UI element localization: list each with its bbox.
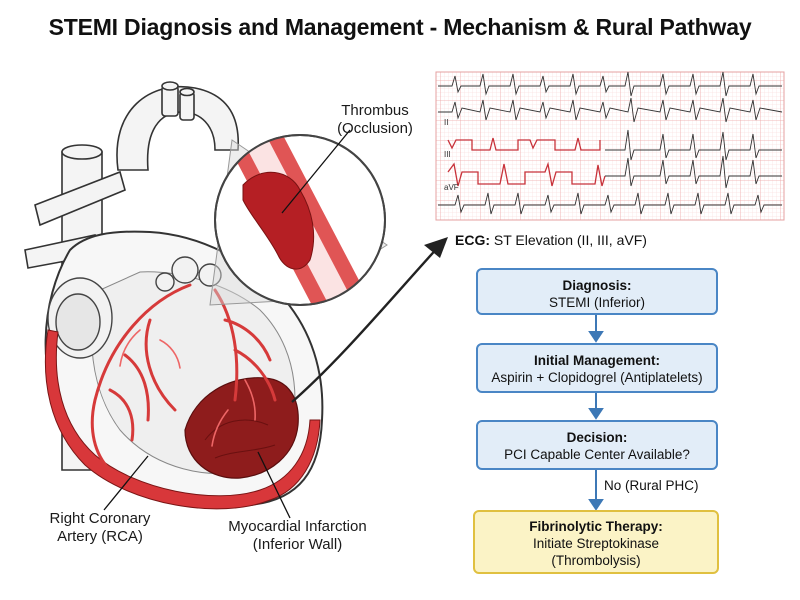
- infarct-region: [184, 377, 299, 479]
- branch-label: No (Rural PHC): [604, 478, 699, 493]
- coronary-branches: [90, 283, 277, 472]
- rca-label-line1: Right Coronary: [49, 510, 151, 527]
- mi-label: Myocardial Infarction (Inferior Wall): [205, 518, 390, 554]
- diagnosis-box: Diagnosis: STEMI (Inferior): [476, 268, 718, 315]
- ecg-caption-text: ST Elevation (II, III, aVF): [490, 232, 647, 248]
- decision-text: PCI Capable Center Available?: [504, 447, 690, 462]
- ecg-strip: [435, 71, 785, 221]
- thrombus-label-line2: (Occlusion): [337, 120, 413, 137]
- mi-label-line2: (Inferior Wall): [252, 536, 343, 553]
- diagnosis-text: STEMI (Inferior): [548, 295, 645, 310]
- page-title: STEMI Diagnosis and Management - Mechani…: [48, 14, 752, 40]
- mi-label-line1: Myocardial Infarction: [228, 518, 367, 535]
- fibrinolytic-line2: (Thrombolysis): [551, 553, 641, 568]
- ecg-lead-ii: II: [444, 118, 449, 127]
- fibrinolytic-title: Fibrinolytic Therapy:: [529, 519, 663, 534]
- rca-label-line2: Artery (RCA): [57, 528, 143, 545]
- initial-management-title: Initial Management:: [533, 353, 660, 368]
- ecg-caption-bold: ECG:: [455, 232, 490, 248]
- decision-title: Decision:: [566, 430, 628, 445]
- initial-management-box: Initial Management: Aspirin + Clopidogre…: [476, 343, 718, 393]
- thrombus-label-line1: Thrombus: [341, 102, 409, 119]
- ecg-caption: ECG: ST Elevation (II, III, aVF): [455, 232, 647, 248]
- fibrinolytic-line1: Initiate Streptokinase: [532, 536, 660, 551]
- ecg-lead-iii: III: [444, 150, 451, 159]
- thrombus-label: Thrombus (Occlusion): [310, 102, 440, 138]
- decision-box: Decision: PCI Capable Center Available?: [476, 420, 718, 470]
- fibrinolytic-box: Fibrinolytic Therapy: Initiate Streptoki…: [473, 510, 719, 574]
- ecg-lead-avf: aVF: [444, 183, 459, 192]
- initial-management-text: Aspirin + Clopidogrel (Antiplatelets): [491, 370, 703, 385]
- rca-label: Right Coronary Artery (RCA): [30, 510, 170, 546]
- diagnosis-title: Diagnosis:: [562, 278, 632, 293]
